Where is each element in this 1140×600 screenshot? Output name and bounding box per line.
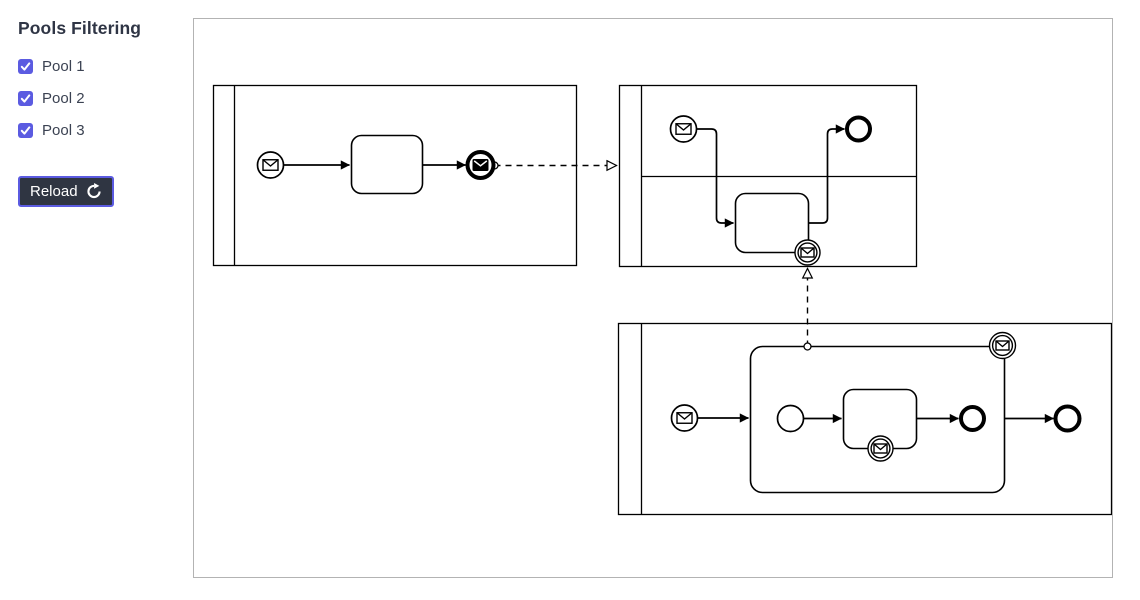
message-start-event[interactable] (670, 404, 699, 432)
message-icon (262, 159, 279, 171)
end-event[interactable] (845, 115, 872, 143)
sequence-flow[interactable] (696, 128, 734, 228)
pools-filtering-sidebar: Pools Filtering Pool 1 Pool 2 Pool 3 Rel… (18, 18, 178, 207)
task[interactable] (350, 134, 424, 195)
message-boundary-event[interactable] (988, 331, 1017, 360)
message-icon-flap (800, 247, 815, 255)
refresh-icon (86, 182, 101, 199)
message-icon (873, 443, 888, 454)
diagram-canvas[interactable] (193, 18, 1113, 578)
message-icon-flap (675, 123, 692, 131)
message-end-event[interactable] (465, 150, 496, 180)
message-flow-source-dot (803, 342, 812, 351)
checkmark-icon (20, 62, 31, 71)
message-icon-flap (262, 159, 279, 167)
pool-3-checkbox-label: Pool 3 (42, 122, 85, 139)
bpmn-diagram-svg[interactable] (194, 19, 1112, 577)
pool-1-checkbox-row[interactable]: Pool 1 (18, 59, 178, 74)
reload-button-label: Reload (30, 182, 78, 200)
start-event[interactable] (776, 404, 805, 433)
pool-2-checkbox[interactable] (18, 91, 33, 106)
message-icon (995, 340, 1010, 351)
reload-button[interactable]: Reload (18, 176, 114, 207)
sidebar-title: Pools Filtering (18, 18, 142, 38)
message-icon (676, 412, 693, 424)
message-icon-flap (873, 443, 888, 451)
pool-3-checkbox[interactable] (18, 123, 33, 138)
message-icon-flap (676, 412, 693, 420)
message-icon (675, 123, 692, 135)
end-event[interactable] (1053, 404, 1082, 433)
pool-2-checkbox-row[interactable]: Pool 2 (18, 91, 178, 106)
pool-3-checkbox-row[interactable]: Pool 3 (18, 123, 178, 138)
message-start-event[interactable] (669, 115, 698, 143)
pool-2-checkbox-label: Pool 2 (42, 90, 85, 107)
message-flow[interactable] (801, 267, 814, 351)
message-boundary-event[interactable] (794, 239, 821, 266)
sequence-flow[interactable] (808, 124, 845, 224)
message-boundary-event[interactable] (867, 435, 894, 462)
pool-1-checkbox[interactable] (18, 59, 33, 74)
message-start-event[interactable] (256, 151, 285, 179)
task[interactable] (734, 192, 810, 254)
message-icon-flap (473, 160, 488, 167)
checkmark-icon (20, 126, 31, 135)
end-event[interactable] (959, 405, 986, 432)
message-icon-flap (995, 340, 1010, 348)
pool-1-checkbox-label: Pool 1 (42, 58, 85, 75)
message-icon (800, 247, 815, 258)
checkmark-icon (20, 94, 31, 103)
